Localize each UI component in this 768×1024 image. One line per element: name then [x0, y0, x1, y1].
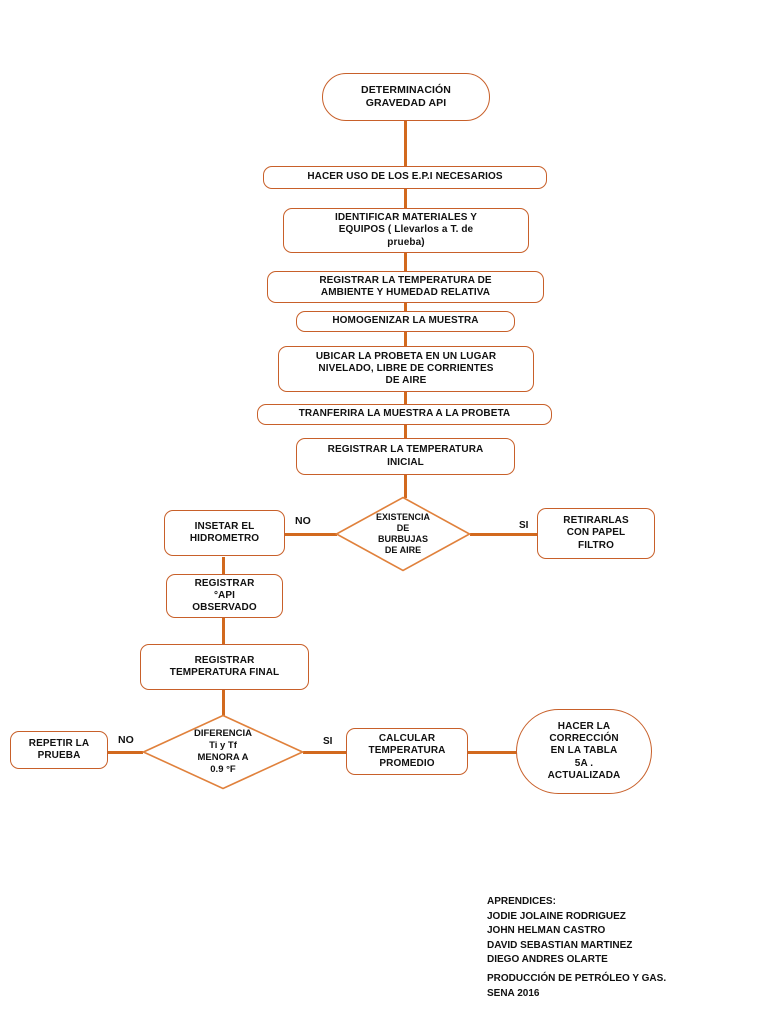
node-epi-label: HACER USO DE LOS E.P.I NECESARIOS [307, 171, 503, 183]
edge-label-burbujas-no: NO [294, 515, 312, 527]
edge-label-diferencia-no: NO [117, 734, 135, 746]
connector-decision-no-to-insertar [285, 533, 337, 536]
node-homogenizar[interactable]: HOMOGENIZAR LA MUESTRA [296, 311, 515, 332]
node-decision-burbujas[interactable]: EXISTENCIA DE BURBUJAS DE AIRE [335, 496, 471, 572]
connector-tranferir-to-tempinicial [404, 424, 407, 438]
node-correccion[interactable]: HACER LA CORRECCIÓN EN LA TABLA 5A . ACT… [516, 709, 652, 794]
node-repetir-label: REPETIR LA PRUEBA [28, 737, 90, 761]
node-tranferir-label: TRANFERIRA LA MUESTRA A LA PROBETA [298, 408, 511, 420]
connector-tempinicial-to-decision [404, 474, 407, 498]
node-calcular-label: CALCULAR TEMPERATURA PROMEDIO [368, 733, 446, 769]
node-registrar-api[interactable]: REGISTRAR °API OBSERVADO [166, 574, 283, 618]
node-registrar-ambiente[interactable]: REGISTRAR LA TEMPERATURA DE AMBIENTE Y H… [267, 271, 544, 303]
connector-tempfinal-to-decision2 [222, 690, 225, 717]
node-epi[interactable]: HACER USO DE LOS E.P.I NECESARIOS [263, 166, 547, 189]
connector-epi-to-identificar [404, 188, 407, 210]
node-insertar-label: INSETAR EL HIDROMETRO [189, 520, 260, 544]
node-temp-final-label: REGISTRAR TEMPERATURA FINAL [169, 654, 280, 678]
connector-calcular-to-correccion [467, 751, 517, 754]
node-calcular[interactable]: CALCULAR TEMPERATURA PROMEDIO [346, 728, 468, 775]
connector-start-to-epi [404, 120, 407, 174]
connector-ambiente-to-homogenizar [404, 302, 407, 312]
node-retirarlas-label: RETIRARLAS CON PAPEL FILTRO [563, 515, 629, 551]
connector-homogenizar-to-ubicar [404, 331, 407, 347]
node-temp-final[interactable]: REGISTRAR TEMPERATURA FINAL [140, 644, 309, 690]
node-correccion-label: HACER LA CORRECCIÓN EN LA TABLA 5A . ACT… [547, 721, 621, 781]
connector-identificar-to-ambiente [404, 252, 407, 272]
node-ubicar-label: UBICAR LA PROBETA EN UN LUGAR NIVELADO, … [315, 350, 497, 387]
node-tranferir[interactable]: TRANFERIRA LA MUESTRA A LA PROBETA [257, 404, 552, 425]
connector-insertar-to-registrarapi [222, 557, 225, 575]
connector-ubicar-to-tranferir [404, 391, 407, 406]
node-decision-diferencia-label: DIFERENCIA Ti y Tf MENORA A 0.9 °F [193, 728, 253, 775]
node-retirarlas[interactable]: RETIRARLAS CON PAPEL FILTRO [537, 508, 655, 559]
node-temp-inicial[interactable]: REGISTRAR LA TEMPERATURA INICIAL [296, 438, 515, 475]
node-decision-burbujas-label: EXISTENCIA DE BURBUJAS DE AIRE [375, 511, 430, 556]
node-start[interactable]: DETERMINACIÓN GRAVEDAD API [322, 73, 490, 121]
node-start-label: DETERMINACIÓN GRAVEDAD API [361, 84, 451, 109]
edge-label-diferencia-si: SI [322, 736, 334, 747]
node-identificar-label: IDENTIFICAR MATERIALES Y EQUIPOS ( Lleva… [334, 212, 478, 248]
connector-decision-si-to-retirarlas [470, 533, 538, 536]
connector-decision2-si-to-calcular [303, 751, 348, 754]
node-identificar[interactable]: IDENTIFICAR MATERIALES Y EQUIPOS ( Lleva… [283, 208, 529, 253]
node-temp-inicial-label: REGISTRAR LA TEMPERATURA INICIAL [327, 444, 484, 468]
edge-label-burbujas-si: SI [518, 520, 530, 531]
footer-credits: APRENDICES: JODIE JOLAINE RODRIGUEZ JOHN… [487, 896, 633, 965]
node-repetir[interactable]: REPETIR LA PRUEBA [10, 731, 108, 769]
diamond-shape-burbujas [335, 496, 471, 572]
footer-course: PRODUCCIÓN DE PETRÓLEO Y GAS. SENA 2016 [487, 973, 667, 999]
node-decision-diferencia[interactable]: DIFERENCIA Ti y Tf MENORA A 0.9 °F [142, 714, 304, 790]
node-homogenizar-label: HOMOGENIZAR LA MUESTRA [332, 315, 479, 327]
connector-registrarapi-to-tempfinal [222, 617, 225, 645]
node-ubicar[interactable]: UBICAR LA PROBETA EN UN LUGAR NIVELADO, … [278, 346, 534, 392]
node-registrar-api-label: REGISTRAR °API OBSERVADO [192, 577, 257, 614]
diamond-shape-diferencia [142, 714, 304, 790]
node-registrar-ambiente-label: REGISTRAR LA TEMPERATURA DE AMBIENTE Y H… [319, 274, 492, 298]
connector-decision2-no-to-repetir [105, 751, 143, 754]
node-insertar[interactable]: INSETAR EL HIDROMETRO [164, 510, 285, 556]
